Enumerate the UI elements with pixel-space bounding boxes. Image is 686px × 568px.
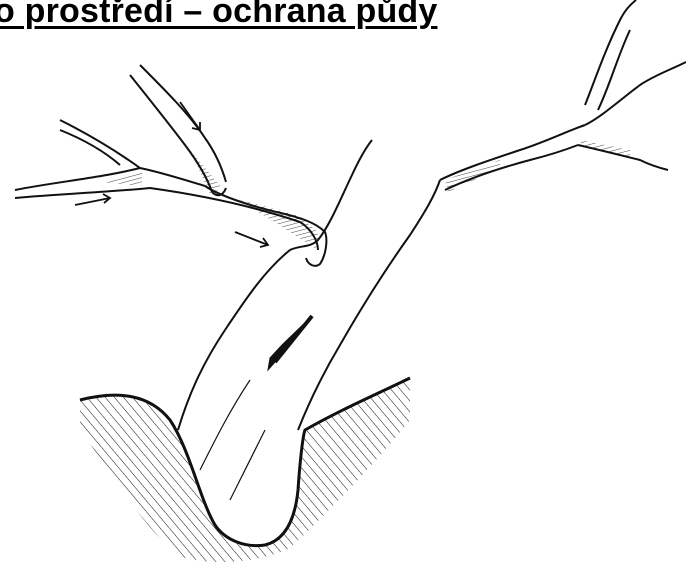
arrow-main-gully-icon xyxy=(268,316,312,370)
flow-arrows xyxy=(75,102,312,370)
left-branch-gully xyxy=(15,120,318,250)
upper-left-tributary xyxy=(130,65,326,266)
arrow-left-branch-icon xyxy=(75,194,110,205)
arrow-upper-tributary-icon xyxy=(180,102,200,130)
right-branch-gully xyxy=(440,0,686,192)
arrow-junction-icon xyxy=(235,232,268,247)
